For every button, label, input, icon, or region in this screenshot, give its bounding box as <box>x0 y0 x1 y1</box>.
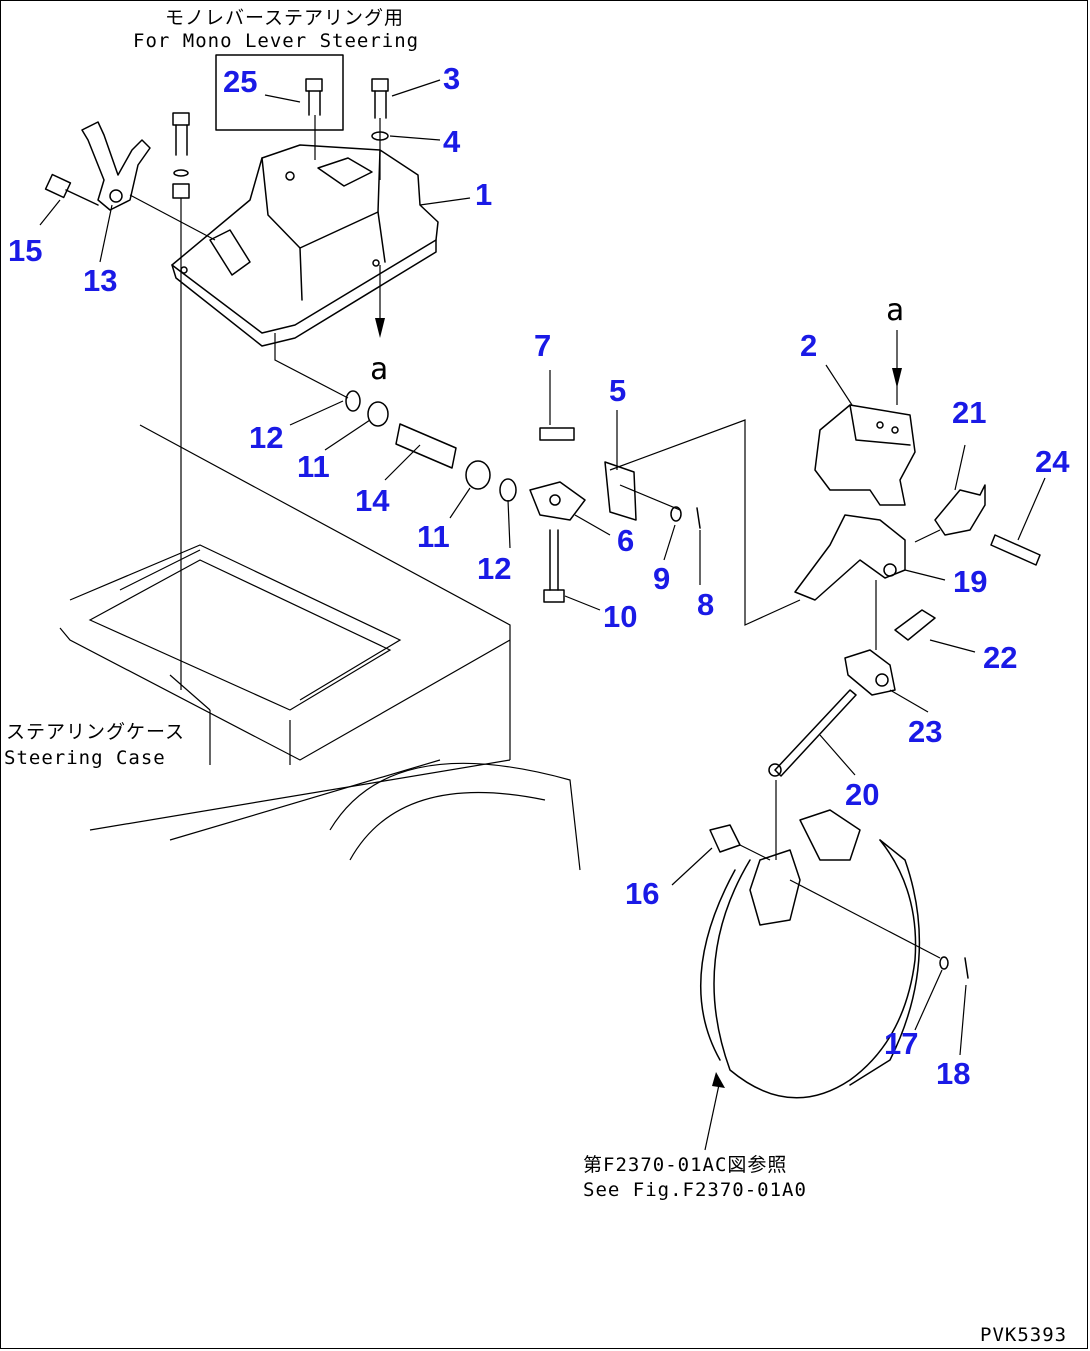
callout-5: 5 <box>609 373 627 408</box>
callout-6: 6 <box>617 523 635 558</box>
part-4-washer <box>371 131 389 141</box>
callout-12-right: 12 <box>477 551 512 586</box>
ref-letter-a-right: a <box>886 293 905 328</box>
lever-assembly <box>529 370 801 626</box>
part-19-lever <box>794 514 906 650</box>
callout-25: 25 <box>223 64 258 99</box>
callout-23: 23 <box>908 714 943 749</box>
see-figure-note-en: See Fig.F2370-01A0 <box>583 1179 807 1201</box>
callout-13: 13 <box>83 263 118 298</box>
callout-18: 18 <box>936 1056 971 1091</box>
callout-2: 2 <box>800 328 818 363</box>
callout-3: 3 <box>443 61 461 96</box>
see-figure-note-jp: 第F2370-01AC図参照 <box>583 1154 788 1176</box>
callout-21: 21 <box>952 395 987 430</box>
leader-lines <box>39 79 1046 1056</box>
steering-case-label-jp: ステアリングケース <box>6 721 186 743</box>
part-13-lever <box>81 121 216 241</box>
callout-24: 24 <box>1035 444 1070 479</box>
mono-lever-note-jp: モノレバーステアリング用 <box>165 7 405 29</box>
part-23 <box>844 649 896 696</box>
callout-14: 14 <box>355 483 390 518</box>
part-25-bolt <box>305 78 323 160</box>
callout-15: 15 <box>8 233 43 268</box>
callout-8: 8 <box>697 587 715 622</box>
callout-16: 16 <box>625 876 660 911</box>
callout-10: 10 <box>603 599 638 634</box>
option-box <box>215 54 344 131</box>
part-24 <box>990 534 1041 566</box>
callout-7: 7 <box>534 328 552 363</box>
ref-letter-a-left: a <box>370 352 389 387</box>
left-bolt <box>172 112 190 690</box>
callout-19: 19 <box>953 564 988 599</box>
steering-case-label-en: Steering Case <box>4 747 166 769</box>
callout-12-left: 12 <box>249 420 284 455</box>
callout-4: 4 <box>443 124 461 159</box>
part-1-cover <box>171 144 439 347</box>
callout-11-right: 11 <box>417 519 450 554</box>
brake-band <box>700 809 969 1151</box>
part-20-rod <box>768 689 857 860</box>
part-15-pin <box>44 173 99 206</box>
drawing-code: PVK5393 <box>980 1324 1068 1346</box>
steering-case <box>59 424 581 871</box>
part-22 <box>894 609 936 641</box>
callout-1: 1 <box>475 177 493 212</box>
callout-17: 17 <box>884 1026 919 1061</box>
callout-20: 20 <box>845 777 880 812</box>
callout-11-left: 11 <box>297 449 330 484</box>
part-21 <box>934 484 986 536</box>
callout-9: 9 <box>653 561 671 596</box>
part-2-bracket <box>814 330 916 506</box>
mono-lever-note-en: For Mono Lever Steering <box>133 30 420 52</box>
callout-22: 22 <box>983 640 1018 675</box>
